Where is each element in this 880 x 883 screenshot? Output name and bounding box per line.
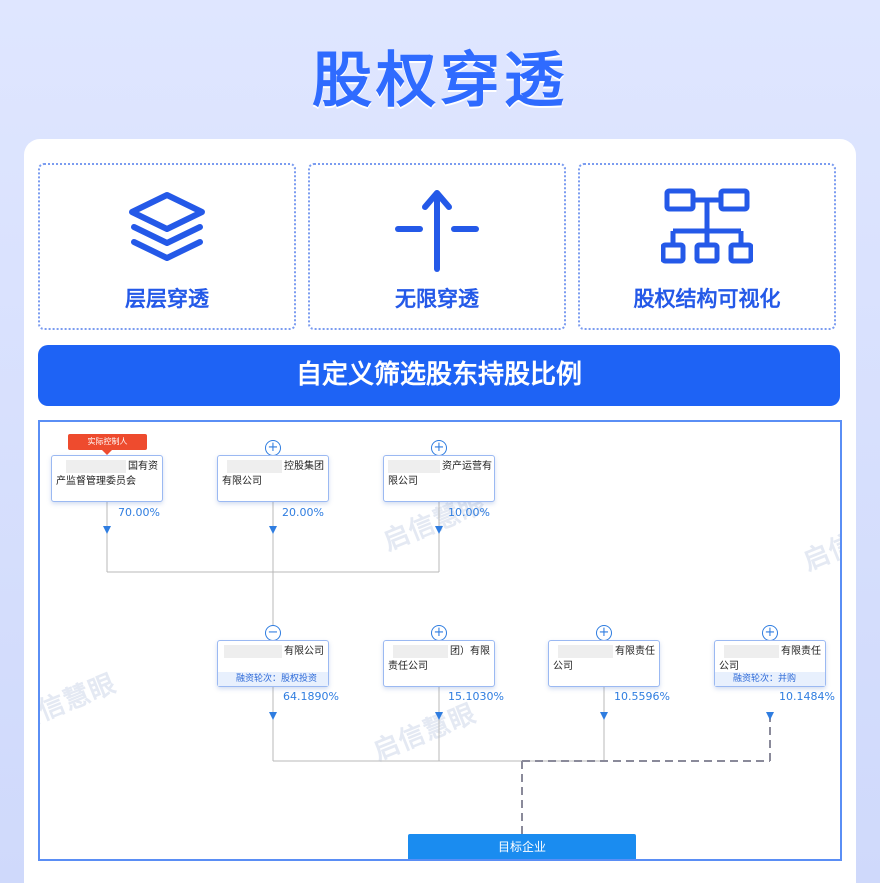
shareholder-node[interactable]: 资产运营有 限公司: [383, 455, 495, 502]
expand-icon[interactable]: +: [265, 440, 281, 456]
expand-icon[interactable]: +: [431, 440, 447, 456]
arrow-up-icon: [395, 190, 479, 272]
expand-icon[interactable]: +: [431, 625, 447, 641]
layers-icon: [129, 192, 205, 261]
feature-label: 无限穿透: [395, 287, 479, 311]
arrow-down-icon: [600, 712, 608, 720]
arrow-down-icon: [435, 526, 443, 534]
custom-filter-button[interactable]: 自定义筛选股东持股比例: [38, 345, 840, 406]
share-percent: 20.00%: [282, 506, 324, 519]
financing-round-tag: 融资轮次：并购: [715, 672, 825, 686]
share-percent: 10.1484%: [779, 690, 835, 703]
arrow-down-icon: [103, 526, 111, 534]
share-percent: 64.1890%: [283, 690, 339, 703]
shareholder-node[interactable]: 团）有限 责任公司: [383, 640, 495, 687]
shareholder-node[interactable]: 有限责任 公司 融资轮次：并购: [714, 640, 826, 687]
share-percent: 15.1030%: [448, 690, 504, 703]
arrow-down-icon: [435, 712, 443, 720]
share-percent: 70.00%: [118, 506, 160, 519]
feature-layered-penetration: 层层穿透: [38, 163, 296, 330]
page-title: 股权穿透: [312, 46, 568, 116]
share-percent: 10.00%: [448, 506, 490, 519]
arrow-down-icon: [269, 712, 277, 720]
main-card: 层层穿透 无限穿透: [24, 139, 856, 883]
feature-equity-visualization: 股权结构可视化: [578, 163, 836, 330]
shareholder-node[interactable]: 有限公司 融资轮次：股权投资: [217, 640, 329, 687]
feature-label: 股权结构可视化: [633, 287, 781, 311]
share-percent: 10.5596%: [614, 690, 670, 703]
collapse-icon[interactable]: −: [265, 625, 281, 641]
feature-label: 层层穿透: [125, 287, 209, 311]
org-chart-icon: [661, 188, 753, 264]
arrow-down-icon: [766, 712, 774, 720]
actual-controller-tag: 实际控制人: [68, 434, 147, 455]
target-company-node[interactable]: 目标企业: [408, 834, 636, 859]
expand-icon[interactable]: +: [596, 625, 612, 641]
connector-lines: [106, 501, 771, 834]
financing-round-tag: 融资轮次：股权投资: [218, 672, 328, 686]
equity-tree: 启信慧眼 启信慧眼 启信慧眼 启信慧眼 实际控制人 国有资 产监督管理委员会: [38, 420, 842, 861]
feature-unlimited-penetration: 无限穿透: [308, 163, 566, 330]
arrow-down-icon: [269, 526, 277, 534]
expand-icon[interactable]: +: [762, 625, 778, 641]
shareholder-node[interactable]: 控股集团 有限公司: [217, 455, 329, 502]
shareholder-node[interactable]: 国有资 产监督管理委员会: [51, 455, 163, 502]
shareholder-node[interactable]: 有限责任 公司: [548, 640, 660, 687]
